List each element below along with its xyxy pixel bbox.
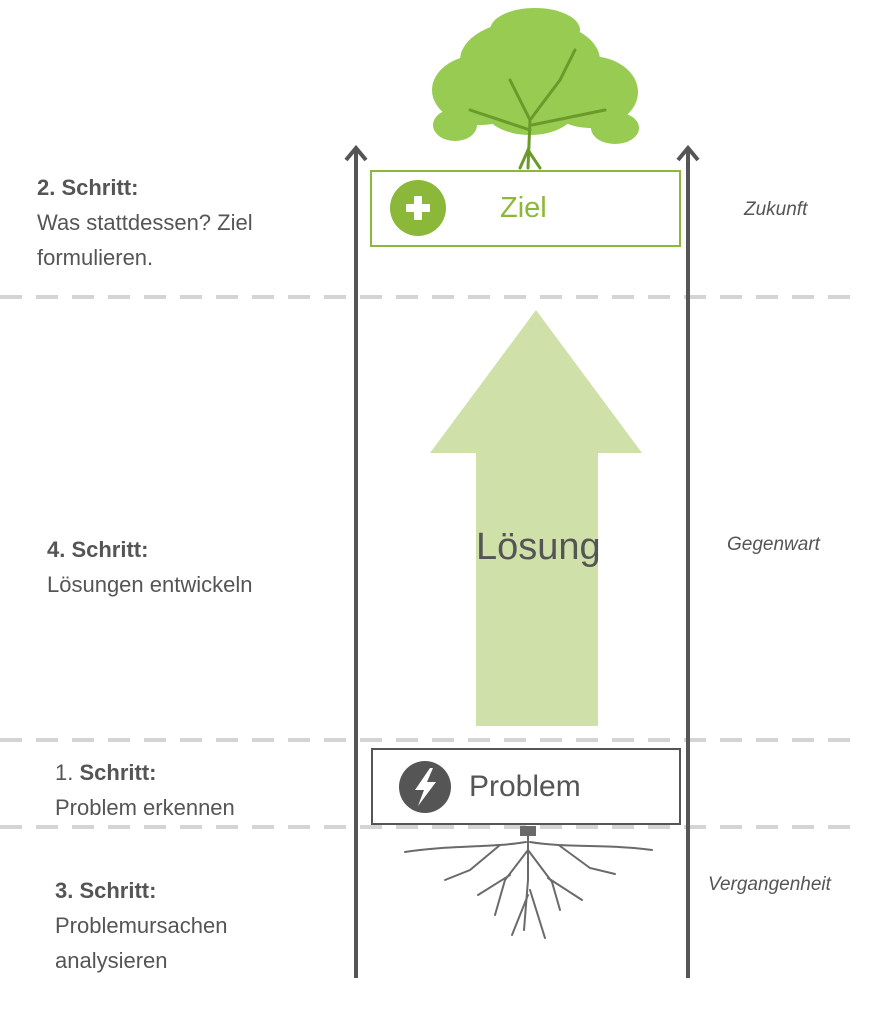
solution-arrow [430,310,642,726]
step-3: 3. Schritt: Problemursachen analysieren [55,873,315,978]
roots-icon [404,826,653,939]
step-1-number: Schritt: [79,760,157,785]
step-2-text: Was stattdessen? Ziel formulieren. [37,210,253,270]
time-present: Gegenwart [727,534,820,555]
tree-icon [432,8,639,170]
left-time-arrow [344,144,368,978]
time-future: Zukunft [744,199,808,220]
step-4-text: Lösungen entwickeln [47,572,253,597]
right-time-arrow [676,144,700,978]
step-2-number: 2. Schritt: [37,175,139,200]
step-4: 4. Schritt: Lösungen entwickeln [47,532,347,602]
step-1-prefix: 1. [55,760,74,785]
step-1: 1. Schritt: Problem erkennen [55,755,355,825]
step-2: 2. Schritt: Was stattdessen? Ziel formul… [37,170,337,275]
solution-label: Lösung [476,526,601,568]
step-3-number: 3. Schritt: [55,878,157,903]
plus-icon [390,180,446,236]
step-1-text: Problem erkennen [55,795,235,820]
goal-label: Ziel [500,192,547,224]
lightning-icon [399,761,451,813]
problem-label: Problem [469,770,581,803]
time-past: Vergangenheit [708,874,831,895]
step-4-number: 4. Schritt: [47,537,149,562]
step-3-text: Problemursachen analysieren [55,913,228,973]
